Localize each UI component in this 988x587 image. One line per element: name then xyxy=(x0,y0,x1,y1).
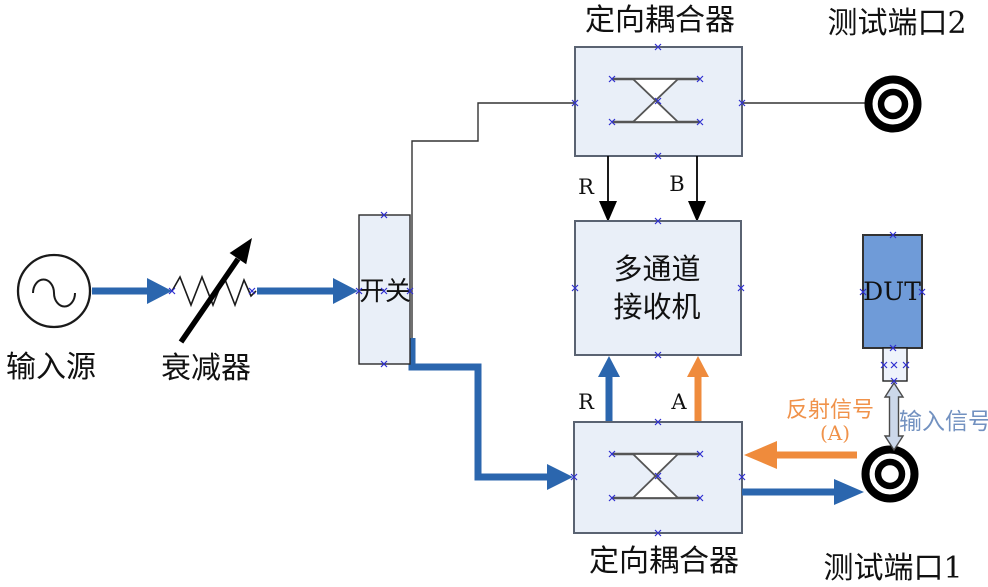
port2-outer-ring-icon xyxy=(864,75,922,133)
port1-label: 测试端口1 xyxy=(823,551,962,586)
receiver-label-line2: 接收机 xyxy=(613,290,700,324)
port1-inner-ring-icon xyxy=(874,458,906,490)
reflected-signal-sub-label: (A) xyxy=(820,421,850,445)
test-port-1: 测试端口1 xyxy=(823,445,963,586)
r-bottom-label: R xyxy=(578,390,595,414)
connection-point-markers xyxy=(168,43,926,537)
attenuator: 衰减器 xyxy=(161,238,257,386)
b-signal-top-arrow: B xyxy=(669,156,706,222)
input-source: 输入源 xyxy=(6,253,96,385)
coupler-bottom-label: 定向耦合器 xyxy=(589,544,739,579)
coupler-bowtie-icon xyxy=(630,453,681,499)
directional-coupler-bottom: 定向耦合器 xyxy=(573,421,743,579)
switch-box: 开关 xyxy=(358,214,411,365)
variable-arrow-head xyxy=(229,238,252,265)
switch-to-top-coupler-line xyxy=(411,102,575,340)
attenuator-to-switch-arrow xyxy=(257,278,358,304)
reflected-signal-arrow xyxy=(744,441,857,469)
a-bottom-label: A xyxy=(670,390,687,414)
variable-arrow-icon xyxy=(178,257,241,344)
dut-port-double-arrow xyxy=(883,381,905,452)
port2-label: 测试端口2 xyxy=(827,6,966,41)
input-signal-label: 输入信号 xyxy=(899,409,988,435)
test-port-2: 测试端口2 xyxy=(827,6,967,133)
source-to-attenuator-arrow xyxy=(92,278,172,304)
receiver-label-line1: 多通道 xyxy=(613,252,700,286)
dut-box: DUT xyxy=(862,234,923,349)
source-label: 输入源 xyxy=(6,350,96,385)
coupler-to-port1-arrow xyxy=(742,479,864,505)
directional-coupler-top: 定向耦合器 xyxy=(574,3,743,157)
r-top-label: R xyxy=(578,175,595,199)
port1-outer-ring-icon xyxy=(861,445,919,503)
switch-to-bottom-coupler-arrow xyxy=(408,338,573,490)
coupler-top-label: 定向耦合器 xyxy=(585,3,735,38)
coupler-bowtie-icon xyxy=(630,78,681,123)
dut-label: DUT xyxy=(863,277,921,306)
sine-wave-icon xyxy=(32,278,76,308)
port2-inner-ring-icon xyxy=(877,88,909,120)
b-top-label: B xyxy=(669,172,684,196)
multichannel-receiver: 多通道 接收机 xyxy=(574,220,742,356)
r-signal-bottom-arrow: R xyxy=(578,356,620,421)
attenuator-label: 衰减器 xyxy=(161,351,251,386)
a-signal-bottom-arrow: A xyxy=(670,356,709,421)
reflected-signal-label: 反射信号 xyxy=(786,398,874,423)
r-signal-top-arrow: R xyxy=(578,156,617,222)
